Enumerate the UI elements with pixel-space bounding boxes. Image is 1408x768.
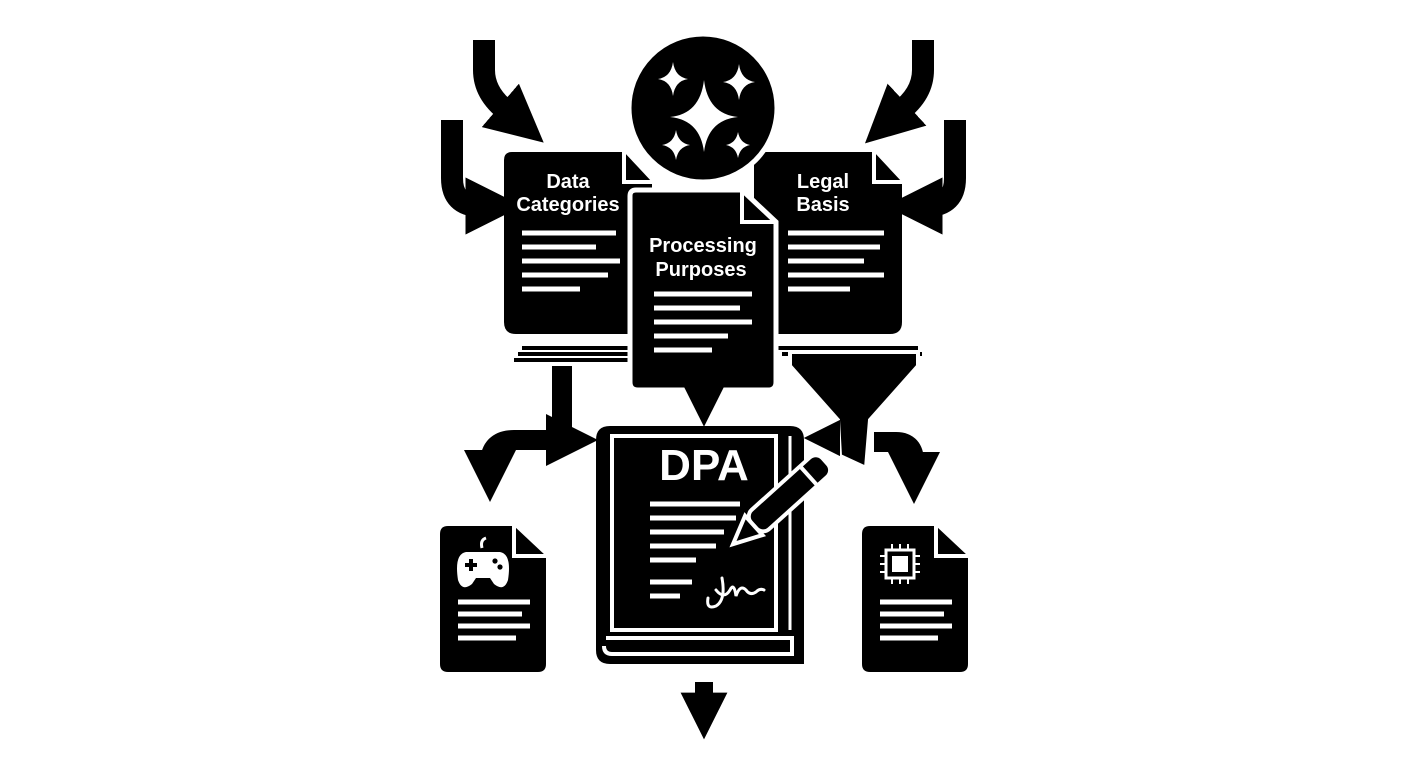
processing-purposes-text-lines	[654, 291, 752, 353]
gaming-document	[440, 526, 546, 672]
data-categories-label-line1: Data	[546, 171, 590, 193]
gaming-text-lines	[458, 599, 530, 641]
incoming-arrow-right-inner	[864, 40, 934, 144]
legal-basis-document: Legal Basis	[754, 152, 922, 356]
signature-icon	[706, 576, 766, 609]
arrow-to-gaming-doc	[464, 430, 562, 502]
hardware-text-lines	[880, 599, 952, 641]
processing-purposes-document: Processing Purposes	[627, 187, 779, 393]
data-categories-document: Data Categories	[504, 152, 662, 362]
sparkles-icon	[626, 31, 780, 185]
dpa-title: DPA	[659, 441, 749, 490]
incoming-arrow-right-outer	[885, 120, 966, 235]
processing-purposes-label-line2: Purposes	[655, 259, 746, 281]
hardware-document	[862, 526, 968, 672]
game-controller-icon	[457, 536, 509, 588]
arrow-to-hardware-doc	[874, 432, 940, 504]
processing-purposes-label-line1: Processing	[649, 235, 757, 257]
legal-basis-text-lines	[788, 230, 884, 292]
data-categories-label-line2: Categories	[516, 194, 619, 216]
dpa-text-lines	[650, 501, 740, 599]
incoming-arrow-left-inner	[473, 40, 544, 143]
arrow-to-dpa-from-categories	[546, 366, 598, 466]
funnel-icon	[788, 350, 920, 472]
pen-icon	[729, 453, 833, 548]
dpa-book: DPA	[596, 426, 804, 664]
legal-basis-label-line2: Basis	[796, 194, 849, 216]
incoming-arrow-left-outer	[441, 120, 523, 235]
microchip-icon	[880, 544, 920, 584]
data-categories-text-lines	[522, 230, 620, 292]
legal-basis-label-line1: Legal	[797, 171, 849, 193]
